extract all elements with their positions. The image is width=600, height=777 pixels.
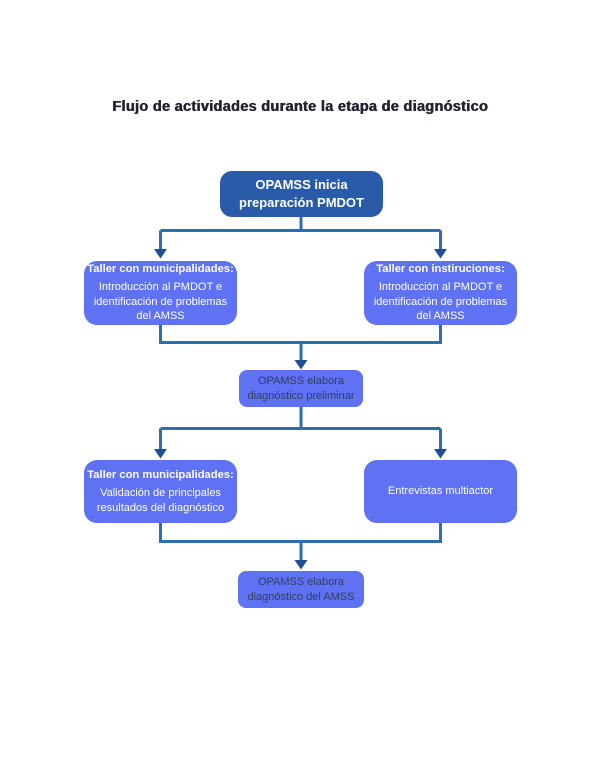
flow-node-body: Validación de principales resultados del… bbox=[96, 486, 225, 514]
flow-node-label: OPAMSS elabora diagnóstico del AMSS bbox=[247, 575, 355, 603]
connector-preliminary-to-validation bbox=[154, 407, 447, 459]
flow-node-label: Entrevistas multiactor bbox=[387, 485, 494, 498]
flow-node-start: OPAMSS inicia preparación PMDOT bbox=[220, 171, 383, 217]
flow-node-label: OPAMSS inicia preparación PMDOT bbox=[239, 177, 364, 210]
flow-node-label: OPAMSS elabora diagnóstico preliminar bbox=[247, 374, 355, 402]
connector-validation-to-final bbox=[159, 523, 442, 570]
flow-node-workshop-institutions-intro: Taller con instiruciones: Introducción a… bbox=[364, 261, 517, 325]
arrow-down-icon bbox=[154, 449, 167, 459]
flow-node-body: Introducción al PMDOT e identificación d… bbox=[373, 280, 508, 323]
flow-node-workshop-municipalities-validation: Taller con municipalidades: Validación d… bbox=[84, 460, 237, 523]
page-title: Flujo de actividades durante la etapa de… bbox=[112, 99, 488, 115]
flow-node-heading: Taller con municipalidades: bbox=[87, 468, 234, 481]
flow-node-final-diagnosis: OPAMSS elabora diagnóstico del AMSS bbox=[238, 571, 364, 608]
flow-node-heading: Taller con municipalidades: bbox=[87, 262, 234, 275]
arrow-down-icon bbox=[154, 249, 167, 259]
connector-start-to-workshops bbox=[154, 217, 447, 259]
flow-node-heading: Taller con instiruciones: bbox=[376, 262, 505, 275]
flow-node-workshop-municipalities-intro: Taller con municipalidades: Introducción… bbox=[84, 261, 237, 325]
flow-node-body: Introducción al PMDOT e identificación d… bbox=[93, 280, 228, 323]
arrow-down-icon bbox=[294, 560, 308, 570]
connector-workshops-to-preliminary bbox=[159, 325, 442, 370]
arrow-down-icon bbox=[434, 249, 447, 259]
arrow-down-icon bbox=[294, 360, 308, 370]
arrow-down-icon bbox=[434, 449, 447, 459]
flow-node-preliminary-diagnosis: OPAMSS elabora diagnóstico preliminar bbox=[239, 370, 363, 407]
flow-node-multiactor-interviews: Entrevistas multiactor bbox=[364, 460, 517, 523]
